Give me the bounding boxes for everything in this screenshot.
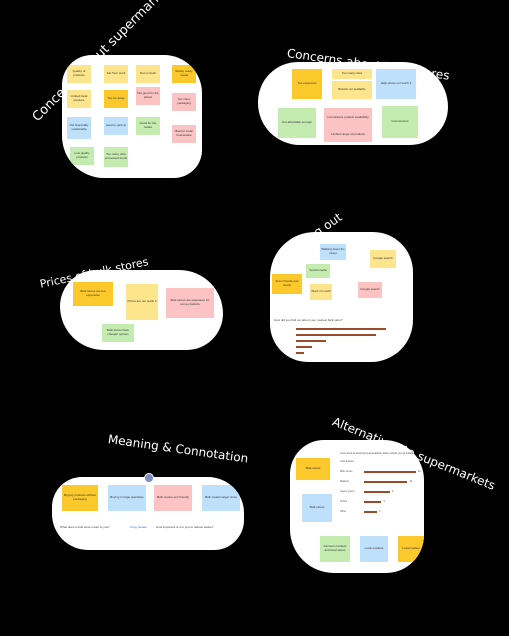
note: Bulk stores	[296, 458, 330, 480]
board-prices: Bulk stores are too expensive Prices are…	[60, 270, 223, 350]
note: Local markets	[360, 536, 388, 562]
note: Prices are not worth it	[126, 284, 158, 320]
survey-question: What does a bulk store mean to you?	[60, 525, 110, 529]
note: Local market	[398, 536, 424, 562]
board-meaning: Buying products without packaging Buying…	[52, 477, 244, 550]
note: Google search	[370, 250, 396, 268]
bar	[296, 328, 386, 330]
note: High prices not worth it	[376, 69, 416, 99]
note: Inconsistent product availability	[324, 108, 372, 128]
note: Mostly ready meals	[172, 65, 196, 83]
title-meaning: Meaning & Connotation	[107, 432, 250, 466]
note: Limited range of products	[324, 128, 372, 142]
bar-label: Green grocer	[340, 490, 355, 493]
bar-label: Markets	[340, 480, 349, 483]
bar	[296, 340, 326, 342]
board-alternatives: Bulk stores Bulk stores If you were to a…	[290, 440, 424, 573]
note: Buying in large quantities	[108, 485, 146, 511]
board-supermarkets: Quality of products Far from work Not so…	[62, 55, 202, 178]
survey-question: How did you find out about your nearest …	[274, 318, 343, 322]
note: Not so fresh	[136, 65, 160, 83]
bar-value: 4	[383, 500, 385, 503]
note: Bad for small businesses	[172, 125, 196, 143]
board-finding-out: Walking down the street Google search So…	[270, 232, 413, 362]
note: Bulk stores	[302, 494, 332, 522]
note: Farmers markets and local stores	[320, 536, 350, 562]
note: Buying products without packaging	[62, 485, 98, 511]
note: Too many packaging	[172, 93, 196, 111]
avatar	[144, 473, 154, 483]
note: Not affordable enough	[278, 108, 316, 138]
note: Bulk stores are expensive for some produ…	[166, 288, 214, 318]
bar-value: 10	[409, 480, 413, 483]
bar-label: Other	[340, 510, 347, 513]
note: Quality of products	[67, 65, 91, 83]
note: Brands not available	[332, 81, 372, 99]
note: Too expensive	[292, 69, 322, 99]
note: Word of mouth	[310, 284, 332, 300]
survey-subtitle: Your answer	[340, 460, 354, 463]
survey-question: If you were to avoid big supermarkets, w…	[340, 452, 416, 455]
bar-label: Online	[340, 500, 348, 503]
note: Bulk means eco friendly	[154, 485, 192, 511]
note: Bulk stores have cheaper options	[102, 324, 134, 342]
note: Social media	[306, 264, 330, 278]
bar	[296, 352, 304, 354]
board-bulk-concerns: Too expensive Too many rules Brands not …	[258, 62, 448, 145]
bar	[364, 511, 377, 513]
note: Not good for the planet	[136, 87, 160, 105]
note: Too far away	[104, 90, 128, 108]
note: Good for the locals	[136, 117, 160, 135]
note: Limited local produce	[67, 90, 91, 108]
bar	[296, 346, 312, 348]
note: Low quality products	[70, 147, 94, 165]
note: Walking down the street	[320, 244, 346, 260]
bar	[364, 491, 390, 493]
note: From friends and family	[272, 274, 302, 294]
copy-results-link[interactable]: Copy results	[130, 525, 147, 529]
bar	[364, 481, 408, 483]
note: Bulk means larger sizes	[202, 485, 240, 511]
note: Hard to park at	[104, 117, 128, 135]
note: Bulk stores are too expensive	[73, 282, 113, 306]
note: Too many ultra processed foods	[104, 147, 128, 167]
note: Far from work	[104, 65, 128, 83]
note: Not financially sustainable	[67, 117, 91, 139]
survey-question: How important is it to you to reduce was…	[156, 525, 214, 529]
note: Inconvenient	[382, 106, 418, 138]
bar-label: Bulk stores	[340, 470, 353, 473]
bar	[364, 501, 382, 503]
bar-value: 6	[392, 490, 394, 493]
bar-value: 12	[418, 470, 421, 473]
bar	[364, 471, 416, 473]
bar-value: 3	[379, 510, 381, 513]
note: Google search	[358, 282, 382, 298]
bar	[296, 334, 376, 336]
note: Too many rules	[332, 69, 372, 79]
